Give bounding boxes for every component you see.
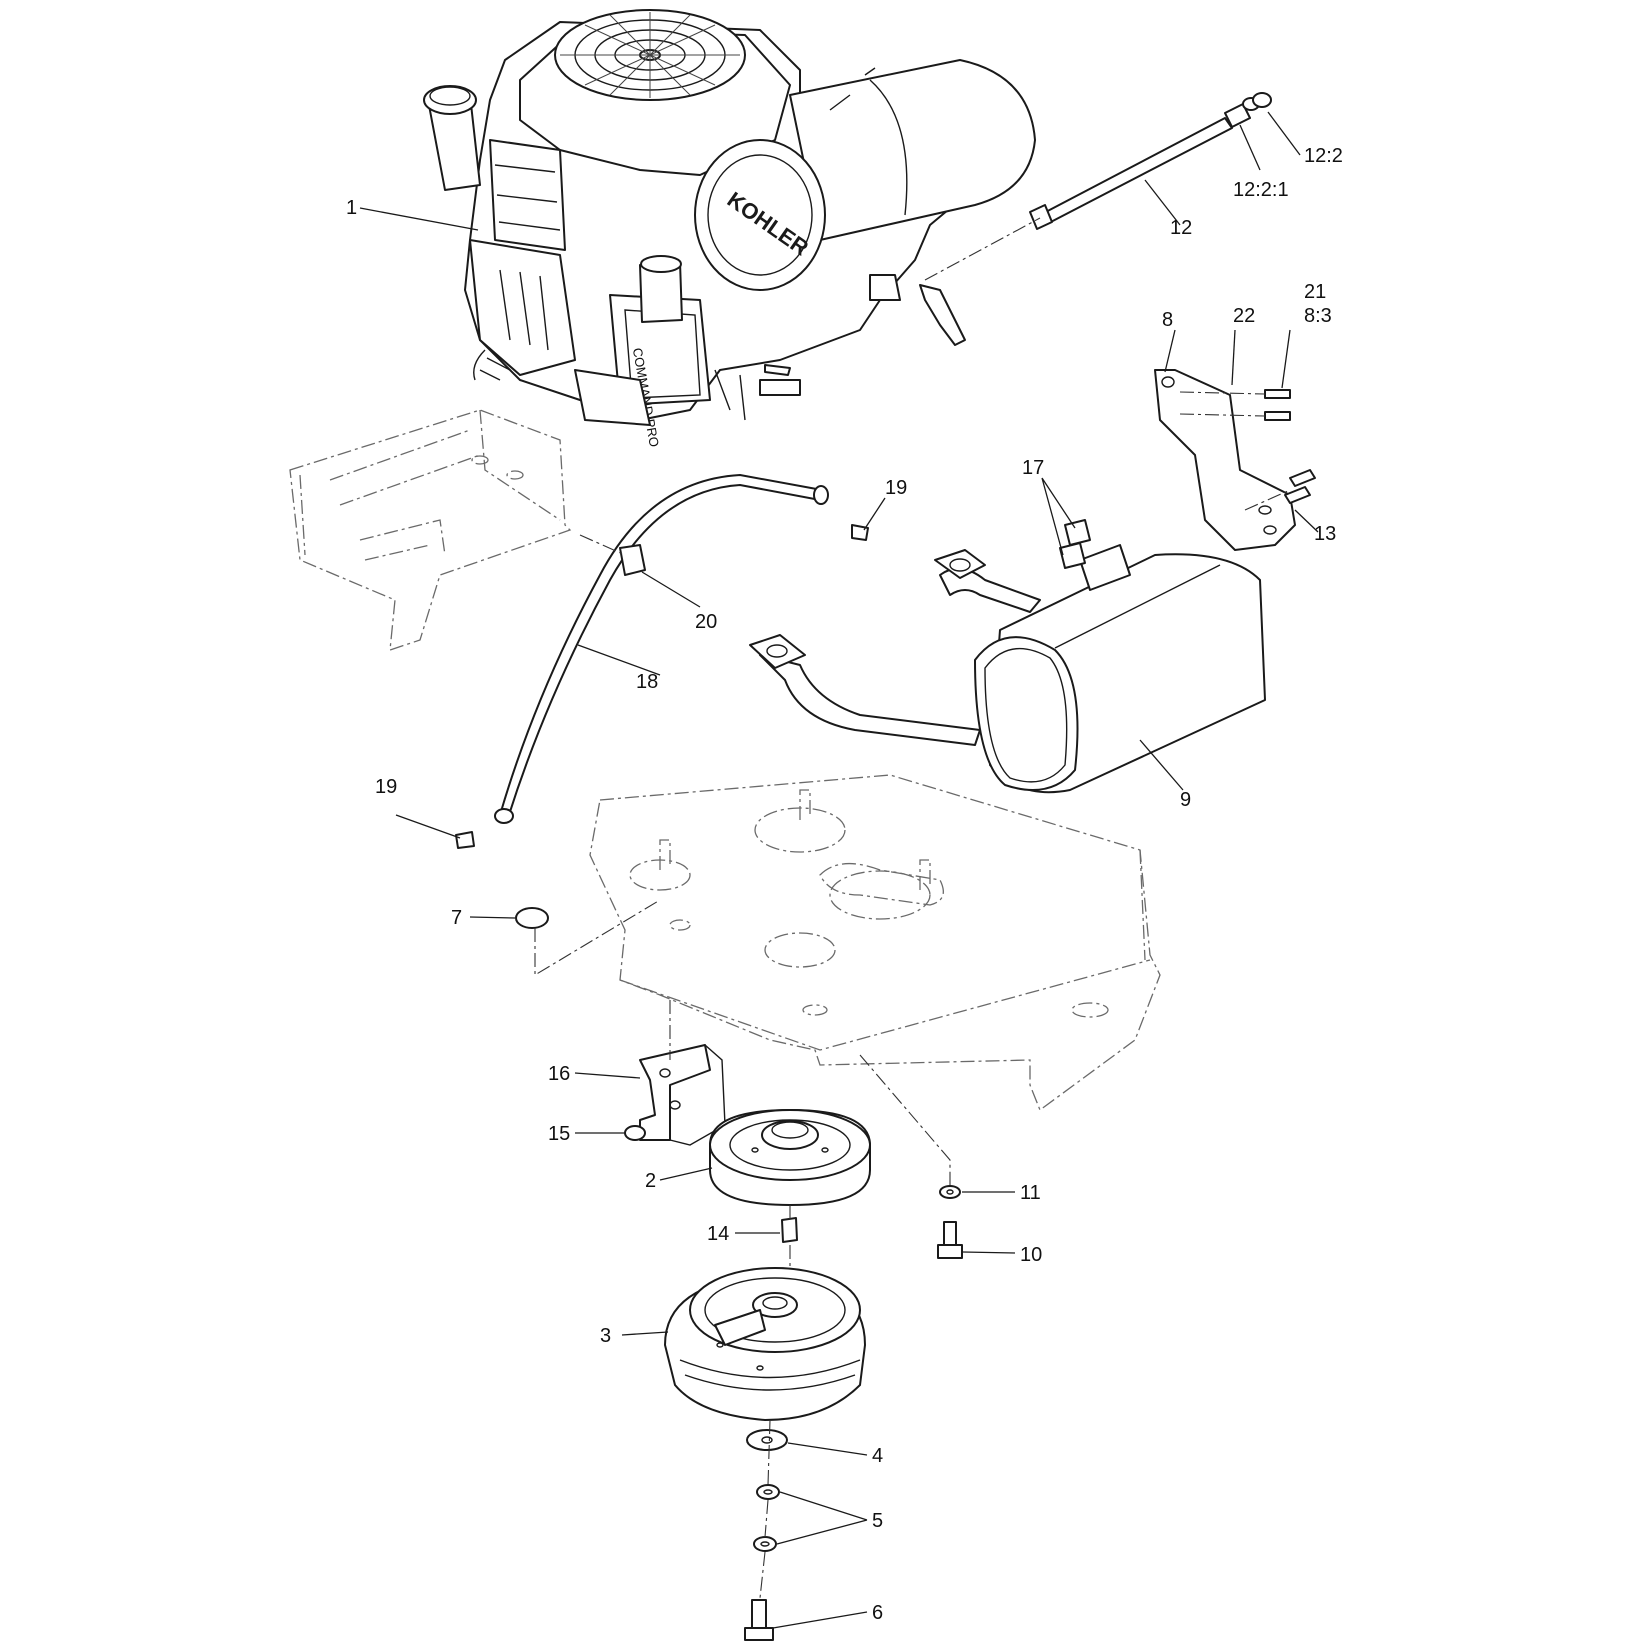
- callout-7: 7: [451, 907, 462, 929]
- large-washer: [746, 1429, 788, 1451]
- drive-pulley[interactable]: [709, 1109, 871, 1206]
- callout-21: 21: [1304, 281, 1326, 303]
- small-washer-lower: [753, 1536, 777, 1552]
- clutch-bolt: [744, 1419, 774, 1641]
- callout-labels: 1 12:2 12:2:1 12 21 8:3 22 8 17 19 13 20…: [346, 145, 1343, 1624]
- frame-plug: [515, 899, 661, 976]
- engine-assembly[interactable]: KOHLER COMMAND PRO: [423, 9, 1036, 448]
- callout-15: 15: [548, 1123, 570, 1145]
- muffler-bracket[interactable]: [1154, 369, 1296, 551]
- callout-5: 5: [872, 1510, 883, 1532]
- hose-clip: [579, 534, 646, 576]
- callout-8-3: 8:3: [1304, 305, 1332, 327]
- callout-9: 9: [1180, 789, 1191, 811]
- breather-hose[interactable]: [494, 474, 829, 824]
- callout-22: 22: [1233, 305, 1255, 327]
- oil-fill-cap: [423, 85, 481, 191]
- callout-12: 12: [1170, 217, 1192, 239]
- hose-clamp-top: [851, 524, 869, 541]
- callout-20: 20: [695, 611, 717, 633]
- callout-18: 18: [636, 671, 658, 693]
- muffler[interactable]: [749, 519, 1266, 794]
- callout-12-2-1: 12:2:1: [1233, 179, 1289, 201]
- clutch-bracket[interactable]: [639, 1000, 726, 1146]
- flywheel-screen: [554, 9, 746, 101]
- pto-clutch[interactable]: [664, 1267, 866, 1421]
- callout-13: 13: [1314, 523, 1336, 545]
- pulley-key: [781, 1205, 798, 1275]
- callout-14: 14: [707, 1223, 729, 1245]
- callout-17: 17: [1022, 457, 1044, 479]
- callout-6: 6: [872, 1602, 883, 1624]
- chassis-bracket-outline: [289, 409, 572, 651]
- callout-8: 8: [1162, 309, 1173, 331]
- dipstick-tube[interactable]: [1029, 103, 1251, 230]
- bracket-bolts: [1179, 389, 1291, 421]
- callout-16: 16: [548, 1063, 570, 1085]
- callout-19-bottom: 19: [375, 776, 397, 798]
- callout-3: 3: [600, 1325, 611, 1347]
- washer: [939, 1185, 961, 1199]
- callout-2: 2: [645, 1170, 656, 1192]
- flange-bolt: [859, 1054, 963, 1259]
- callout-10: 10: [1020, 1244, 1042, 1266]
- small-washer-upper: [756, 1484, 780, 1500]
- callout-4: 4: [872, 1445, 883, 1467]
- dipstick-cap: [1242, 92, 1272, 111]
- muffler-bolts: [1244, 469, 1316, 511]
- callout-19-top: 19: [885, 477, 907, 499]
- callout-11: 11: [1020, 1182, 1041, 1204]
- callout-1: 1: [346, 197, 357, 219]
- frame-plate-outline: [589, 774, 1161, 1112]
- hose-clamp-bottom: [455, 831, 475, 849]
- callout-12-2: 12:2: [1304, 145, 1343, 167]
- leader-lines: [359, 111, 1319, 1629]
- air-cleaner: KOHLER: [694, 59, 1036, 291]
- flange-nut: [624, 1125, 646, 1141]
